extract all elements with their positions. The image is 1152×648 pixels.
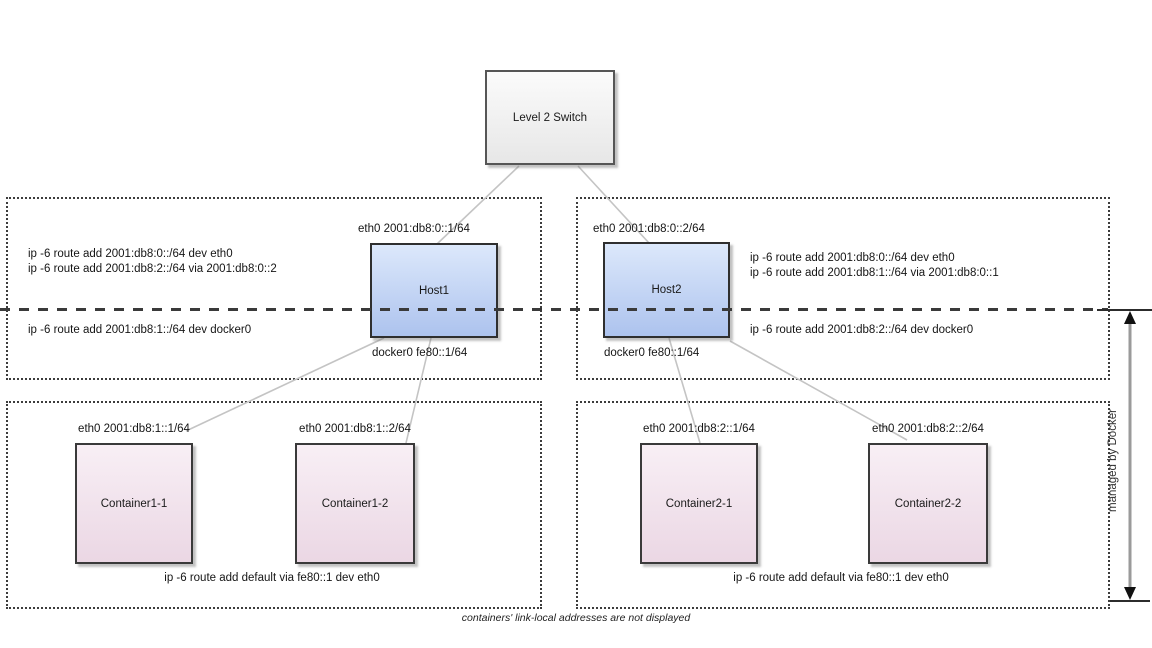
network-boundary-dashed-line [0, 308, 1108, 311]
host2-node: Host2 [603, 242, 730, 338]
host1-docker0-label: docker0 fe80::1/64 [372, 347, 468, 359]
containers1-default-route: ip -6 route add default via fe80::1 dev … [164, 572, 380, 584]
container2-1-node: Container2-1 [640, 443, 758, 564]
host2-label: Host2 [651, 284, 682, 296]
link-host2-container2-2 [729, 340, 908, 441]
host1-label: Host1 [418, 284, 450, 297]
link-host1-container1-2 [405, 337, 432, 444]
containers2-zone [576, 401, 1110, 609]
container2-2-node: Container2-2 [868, 443, 988, 564]
host1-route-eth0: ip -6 route add 2001:db8:0::/64 dev eth0 [28, 248, 233, 260]
container1-1-node: Container1-1 [75, 443, 193, 564]
container2-2-label: Container2-2 [894, 497, 962, 510]
host1-eth0-label: eth0 2001:db8:0::1/64 [358, 223, 470, 235]
container1-2-node: Container1-2 [295, 443, 415, 564]
link-host2-container2-1 [668, 337, 701, 444]
link-switch-host1 [436, 165, 520, 245]
host2-route-via: ip -6 route add 2001:db8:1::/64 via 2001… [750, 266, 999, 279]
container1-1-eth0-label: eth0 2001:db8:1::1/64 [78, 423, 190, 435]
container2-2-eth0-label: eth0 2001:db8:2::2/64 [872, 423, 984, 435]
diagram-caption: containers' link-local addresses are not… [461, 612, 691, 624]
host2-docker0-label: docker0 fe80::1/64 [604, 347, 700, 359]
container1-2-label: Container1-2 [321, 497, 389, 510]
level2-switch-label: Level 2 Switch [512, 111, 588, 124]
host1-zone [6, 197, 542, 380]
managed-by-docker-label: managed by Docker [1107, 409, 1119, 512]
containers1-zone [6, 401, 542, 609]
container2-1-eth0-label: eth0 2001:db8:2::1/64 [643, 423, 755, 435]
host2-eth0-label: eth0 2001:db8:0::2/64 [593, 223, 705, 235]
host2-route-docker0: ip -6 route add 2001:db8:2::/64 dev dock… [750, 324, 974, 336]
link-switch-host2 [577, 165, 650, 244]
host2-routes-upper: ip -6 route add 2001:db8:0::/64 dev eth0… [750, 251, 999, 280]
host2-zone [576, 197, 1110, 380]
container2-1-label: Container2-1 [665, 497, 733, 510]
host1-route-docker0: ip -6 route add 2001:db8:1::/64 dev dock… [28, 324, 252, 336]
container1-2-eth0-label: eth0 2001:db8:1::2/64 [299, 423, 411, 435]
host1-route-via: ip -6 route add 2001:db8:2::/64 via 2001… [28, 262, 277, 275]
container1-1-label: Container1-1 [100, 497, 168, 510]
host1-node: Host1 [370, 243, 498, 338]
level2-switch-node: Level 2 Switch [485, 70, 615, 165]
host1-routes-upper: ip -6 route add 2001:db8:0::/64 dev eth0… [28, 247, 277, 276]
containers2-default-route: ip -6 route add default via fe80::1 dev … [733, 572, 949, 584]
link-host1-container1-1 [185, 337, 385, 432]
host2-route-eth0: ip -6 route add 2001:db8:0::/64 dev eth0 [750, 252, 955, 264]
